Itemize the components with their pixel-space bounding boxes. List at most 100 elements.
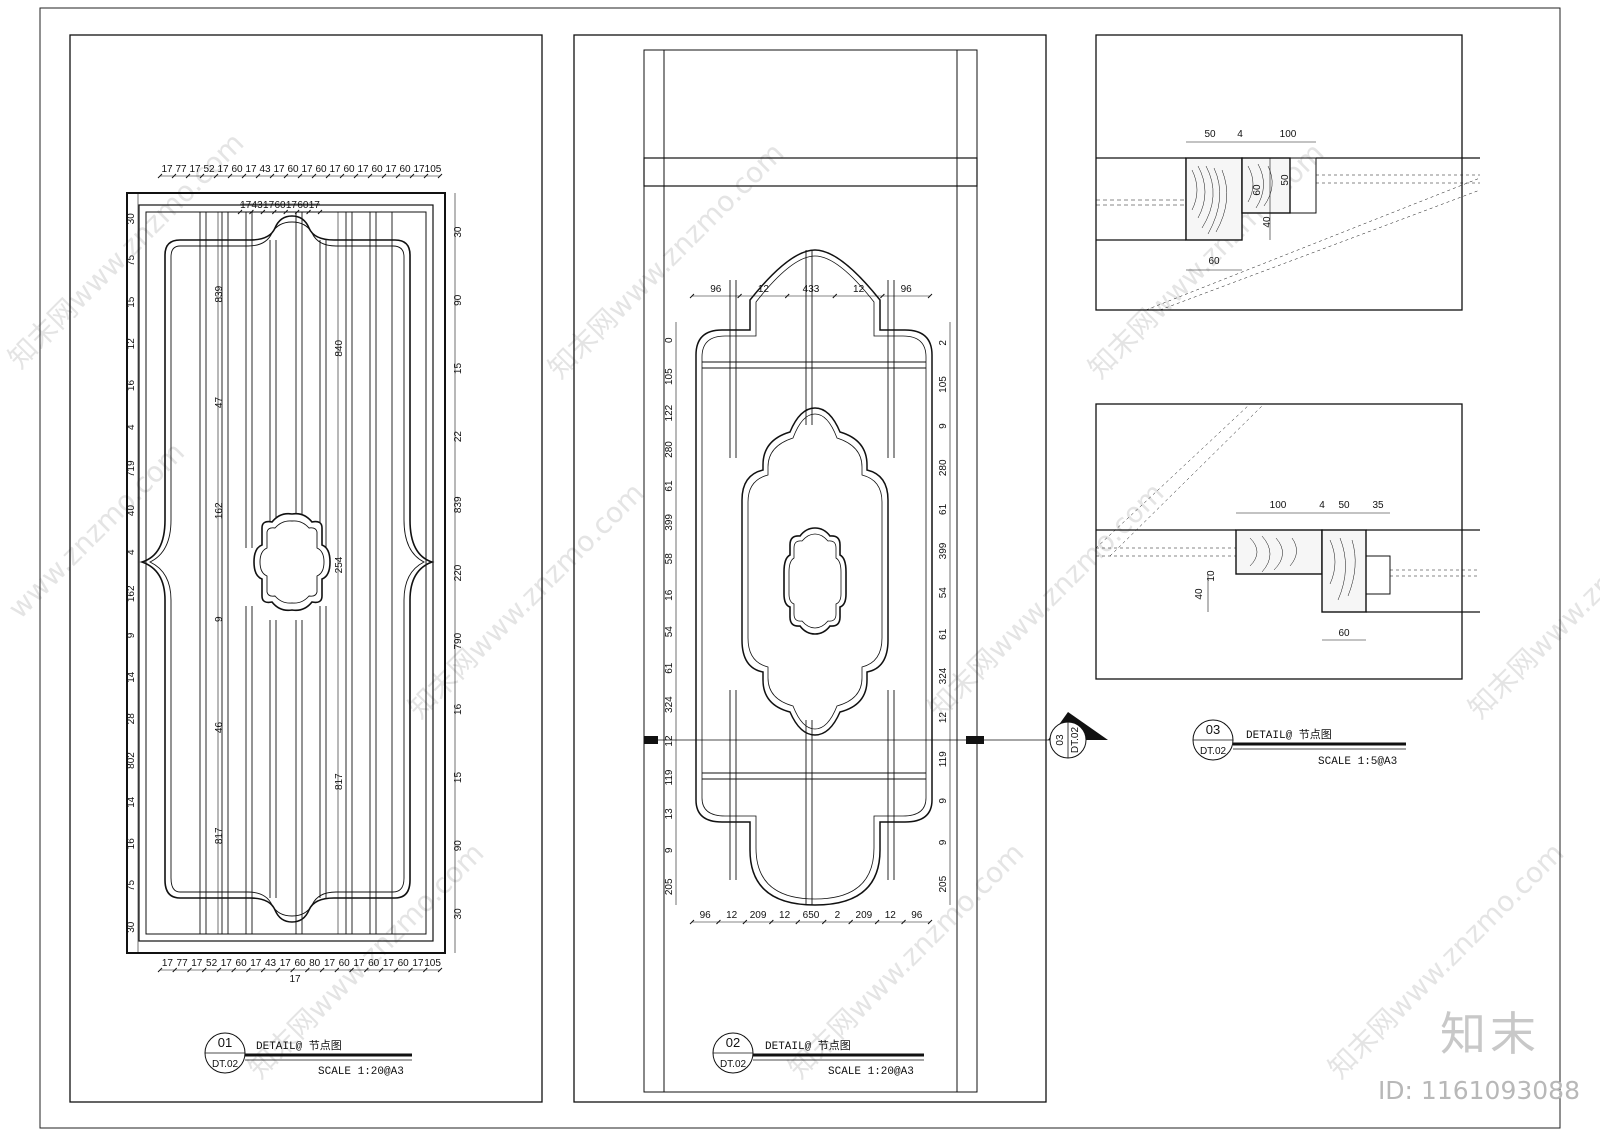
dim-label: 40 <box>1194 588 1205 600</box>
dim-label: 12 <box>779 910 791 921</box>
dim-label: 122 <box>664 404 675 421</box>
dim-label: 17 <box>412 958 424 969</box>
dim-label: 209 <box>856 910 873 921</box>
dim-label: 9 <box>938 839 949 845</box>
watermark-id: ID: 1161093088 <box>1377 1076 1580 1105</box>
dim-label: 54 <box>664 626 675 638</box>
dim-label: 100 <box>1270 500 1287 511</box>
dim-label: 61 <box>664 480 675 492</box>
dim-label: 96 <box>700 910 712 921</box>
section-mark-number: 03 <box>1055 734 1066 746</box>
dim-label: 9 <box>938 423 949 429</box>
dim-label: 17 <box>329 164 341 175</box>
dim-label: 719 <box>126 460 137 477</box>
dim-label: 17 <box>385 164 397 175</box>
dim-label: 16 <box>664 589 675 601</box>
dim-label: 40 <box>126 505 137 517</box>
dim-label: 324 <box>664 696 675 713</box>
p02-scale: SCALE 1:20@A3 <box>828 1066 914 1078</box>
dim-label: 22 <box>453 431 464 443</box>
dim-label: 60 <box>231 164 243 175</box>
p02-detail-number: 02 <box>726 1035 740 1050</box>
dim-label: 17 <box>286 200 298 211</box>
p03-sheet-number: DT.02 <box>1200 746 1227 757</box>
dim-label: 58 <box>664 553 675 565</box>
dim-label: 30 <box>126 213 137 225</box>
dim-label: 17 <box>383 958 395 969</box>
dim-label: 802 <box>126 752 137 769</box>
p01-detail-number: 01 <box>218 1035 232 1050</box>
dim-label: 817 <box>334 773 345 790</box>
dim-label: 10 <box>1206 570 1217 582</box>
dim-label: 119 <box>664 769 675 785</box>
dim-label: 17 <box>301 164 313 175</box>
p02-title-block: 02 DT.02 DETAIL@ 节点图 SCALE 1:20@A3 <box>712 1032 924 1078</box>
dim-label: 17 <box>217 164 229 175</box>
dim-label: 17 <box>280 958 292 969</box>
dim-label: 50 <box>1338 500 1350 511</box>
dim-label: 43 <box>265 958 277 969</box>
dim-label: 60 <box>399 164 411 175</box>
dim-label: 52 <box>206 958 218 969</box>
dim-label: 12 <box>726 910 738 921</box>
dim-label: 46 <box>214 722 225 734</box>
dim-label: 17 <box>324 958 336 969</box>
dim-label: 75 <box>126 255 137 267</box>
dim-label: 399 <box>938 542 949 559</box>
dim-label: 100 <box>1280 129 1297 140</box>
dim-label: 2 <box>835 910 841 921</box>
dim-label: 61 <box>938 503 949 515</box>
dim-label: 4 <box>126 424 137 430</box>
dim-label: 30 <box>453 908 464 920</box>
dim-label: 77 <box>177 958 189 969</box>
dim-label: 324 <box>938 667 949 684</box>
p02-title: DETAIL@ 节点图 <box>765 1039 851 1053</box>
dim-label: 119 <box>938 751 949 767</box>
dim-label: 105 <box>664 368 675 385</box>
dim-label: 43 <box>252 200 264 211</box>
dim-label: 50 <box>1204 129 1216 140</box>
dim-label: 17 <box>189 164 201 175</box>
section-lower-profile <box>1095 403 1480 641</box>
svg-text:知末网www.znzmo.com: 知末网www.znzmo.com <box>542 136 791 385</box>
dim-label: 12 <box>664 735 675 747</box>
dim-label: 16 <box>126 838 137 850</box>
dim-label: 17 <box>240 200 252 211</box>
dim-label: 50 <box>1280 174 1291 186</box>
dim-label: 77 <box>175 164 187 175</box>
dim-label: 254 <box>334 556 345 573</box>
dim-label: 14 <box>126 671 137 683</box>
dim-label: 16 <box>126 380 137 392</box>
dim-label: 30 <box>126 921 137 933</box>
dim-label: 60 <box>287 164 299 175</box>
dim-label: 60 <box>1252 184 1263 196</box>
dim-label: 30 <box>453 226 464 238</box>
p03-scale: SCALE 1:5@A3 <box>1318 756 1397 768</box>
p01-sheet-number: DT.02 <box>212 1059 239 1070</box>
p01-scale: SCALE 1:20@A3 <box>318 1066 404 1078</box>
dim-label: 60 <box>1338 628 1350 639</box>
section-cut-line: 03 DT.02 <box>644 712 1108 759</box>
dim-label: 80 <box>309 958 321 969</box>
dim-label: 96 <box>911 910 923 921</box>
dim-label: 60 <box>339 958 351 969</box>
dim-label: 90 <box>453 840 464 852</box>
dim-label: 16 <box>453 703 464 715</box>
dim-label: 839 <box>214 285 225 302</box>
dim-label: 399 <box>664 514 675 531</box>
dim-label: 61 <box>938 628 949 640</box>
dim-label: 17 <box>413 164 425 175</box>
dim-label: 60 <box>297 200 309 211</box>
dim-label: 35 <box>1372 500 1384 511</box>
p01-dimension-lines <box>137 175 456 971</box>
dim-label: 0 <box>664 337 675 343</box>
dim-label: 96 <box>710 284 722 295</box>
svg-text:知末网www.znzmo.com: 知末网www.znzmo.com <box>1462 476 1600 725</box>
